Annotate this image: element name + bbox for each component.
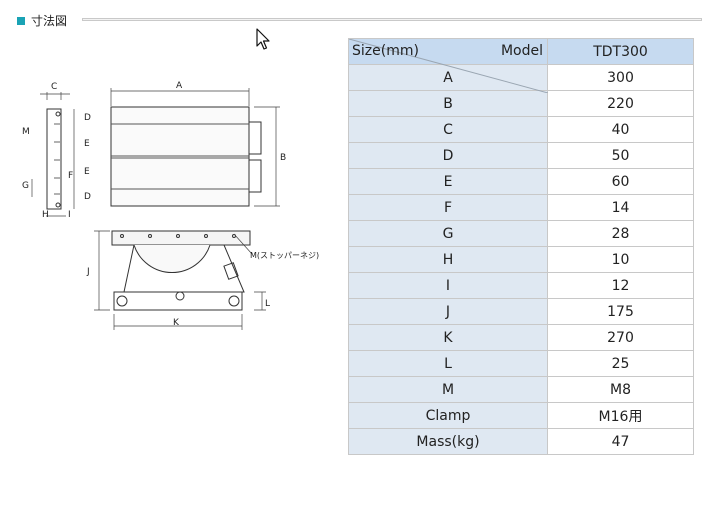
dim-label: F <box>68 171 73 181</box>
row-label: Clamp <box>348 402 548 429</box>
row-label: L <box>348 350 548 377</box>
row-label: J <box>348 298 548 325</box>
dim-label: C <box>51 82 57 92</box>
stopper-screw-callout: M(ストッパーネジ) <box>250 251 319 260</box>
row-label: G <box>348 220 548 247</box>
dim-label: K <box>173 318 180 328</box>
section-marker-icon <box>17 17 25 25</box>
row-label: A <box>348 64 548 91</box>
row-value: M8 <box>547 376 694 403</box>
row-value: M16用 <box>547 402 694 429</box>
dimension-drawing: C A M D E E D B G F H I J L K M(ストッパーネジ) <box>22 81 319 330</box>
dim-label: J <box>86 267 90 277</box>
row-label: H <box>348 246 548 273</box>
row-label: K <box>348 324 548 351</box>
row-value: 220 <box>547 90 694 117</box>
dim-label: D <box>84 192 91 202</box>
row-label: M <box>348 376 548 403</box>
row-value: 25 <box>547 350 694 377</box>
row-label: D <box>348 142 548 169</box>
row-value: 60 <box>547 168 694 195</box>
row-value: 28 <box>547 220 694 247</box>
size-heading: Size(mm) <box>352 43 419 59</box>
row-value: 12 <box>547 272 694 299</box>
row-value: 47 <box>547 428 694 455</box>
row-value: 300 <box>547 64 694 91</box>
dim-label: E <box>84 139 90 149</box>
row-label: B <box>348 90 548 117</box>
row-value: 14 <box>547 194 694 221</box>
dim-label: L <box>265 299 270 309</box>
row-value: 270 <box>547 324 694 351</box>
row-value: 10 <box>547 246 694 273</box>
model-name-heading: TDT300 <box>547 38 694 65</box>
dim-label: E <box>84 167 90 177</box>
dim-label: D <box>84 113 91 123</box>
dim-label: H <box>42 210 49 220</box>
row-label: C <box>348 116 548 143</box>
header-divider <box>82 18 702 21</box>
mouse-pointer-icon <box>256 28 270 50</box>
dim-label: B <box>280 153 286 163</box>
row-value: 50 <box>547 142 694 169</box>
section-title: 寸法図 <box>31 14 68 28</box>
model-heading: Model <box>500 43 543 59</box>
row-label: Mass(kg) <box>348 428 548 455</box>
section-header: 寸法図 <box>16 12 704 32</box>
table-header-row: Model Size(mm) TDT300 <box>348 38 694 93</box>
dim-label: I <box>68 210 71 220</box>
dim-label: M <box>22 127 30 137</box>
diagonal-divider <box>349 39 548 93</box>
corner-header-cell: Model Size(mm) <box>348 38 548 93</box>
row-label: E <box>348 168 548 195</box>
row-value: 40 <box>547 116 694 143</box>
dim-label: A <box>176 81 183 91</box>
dim-label: G <box>22 181 29 191</box>
row-label: I <box>348 272 548 299</box>
table-row: Mass(kg)47 <box>348 428 694 455</box>
row-value: 175 <box>547 298 694 325</box>
row-label: F <box>348 194 548 221</box>
